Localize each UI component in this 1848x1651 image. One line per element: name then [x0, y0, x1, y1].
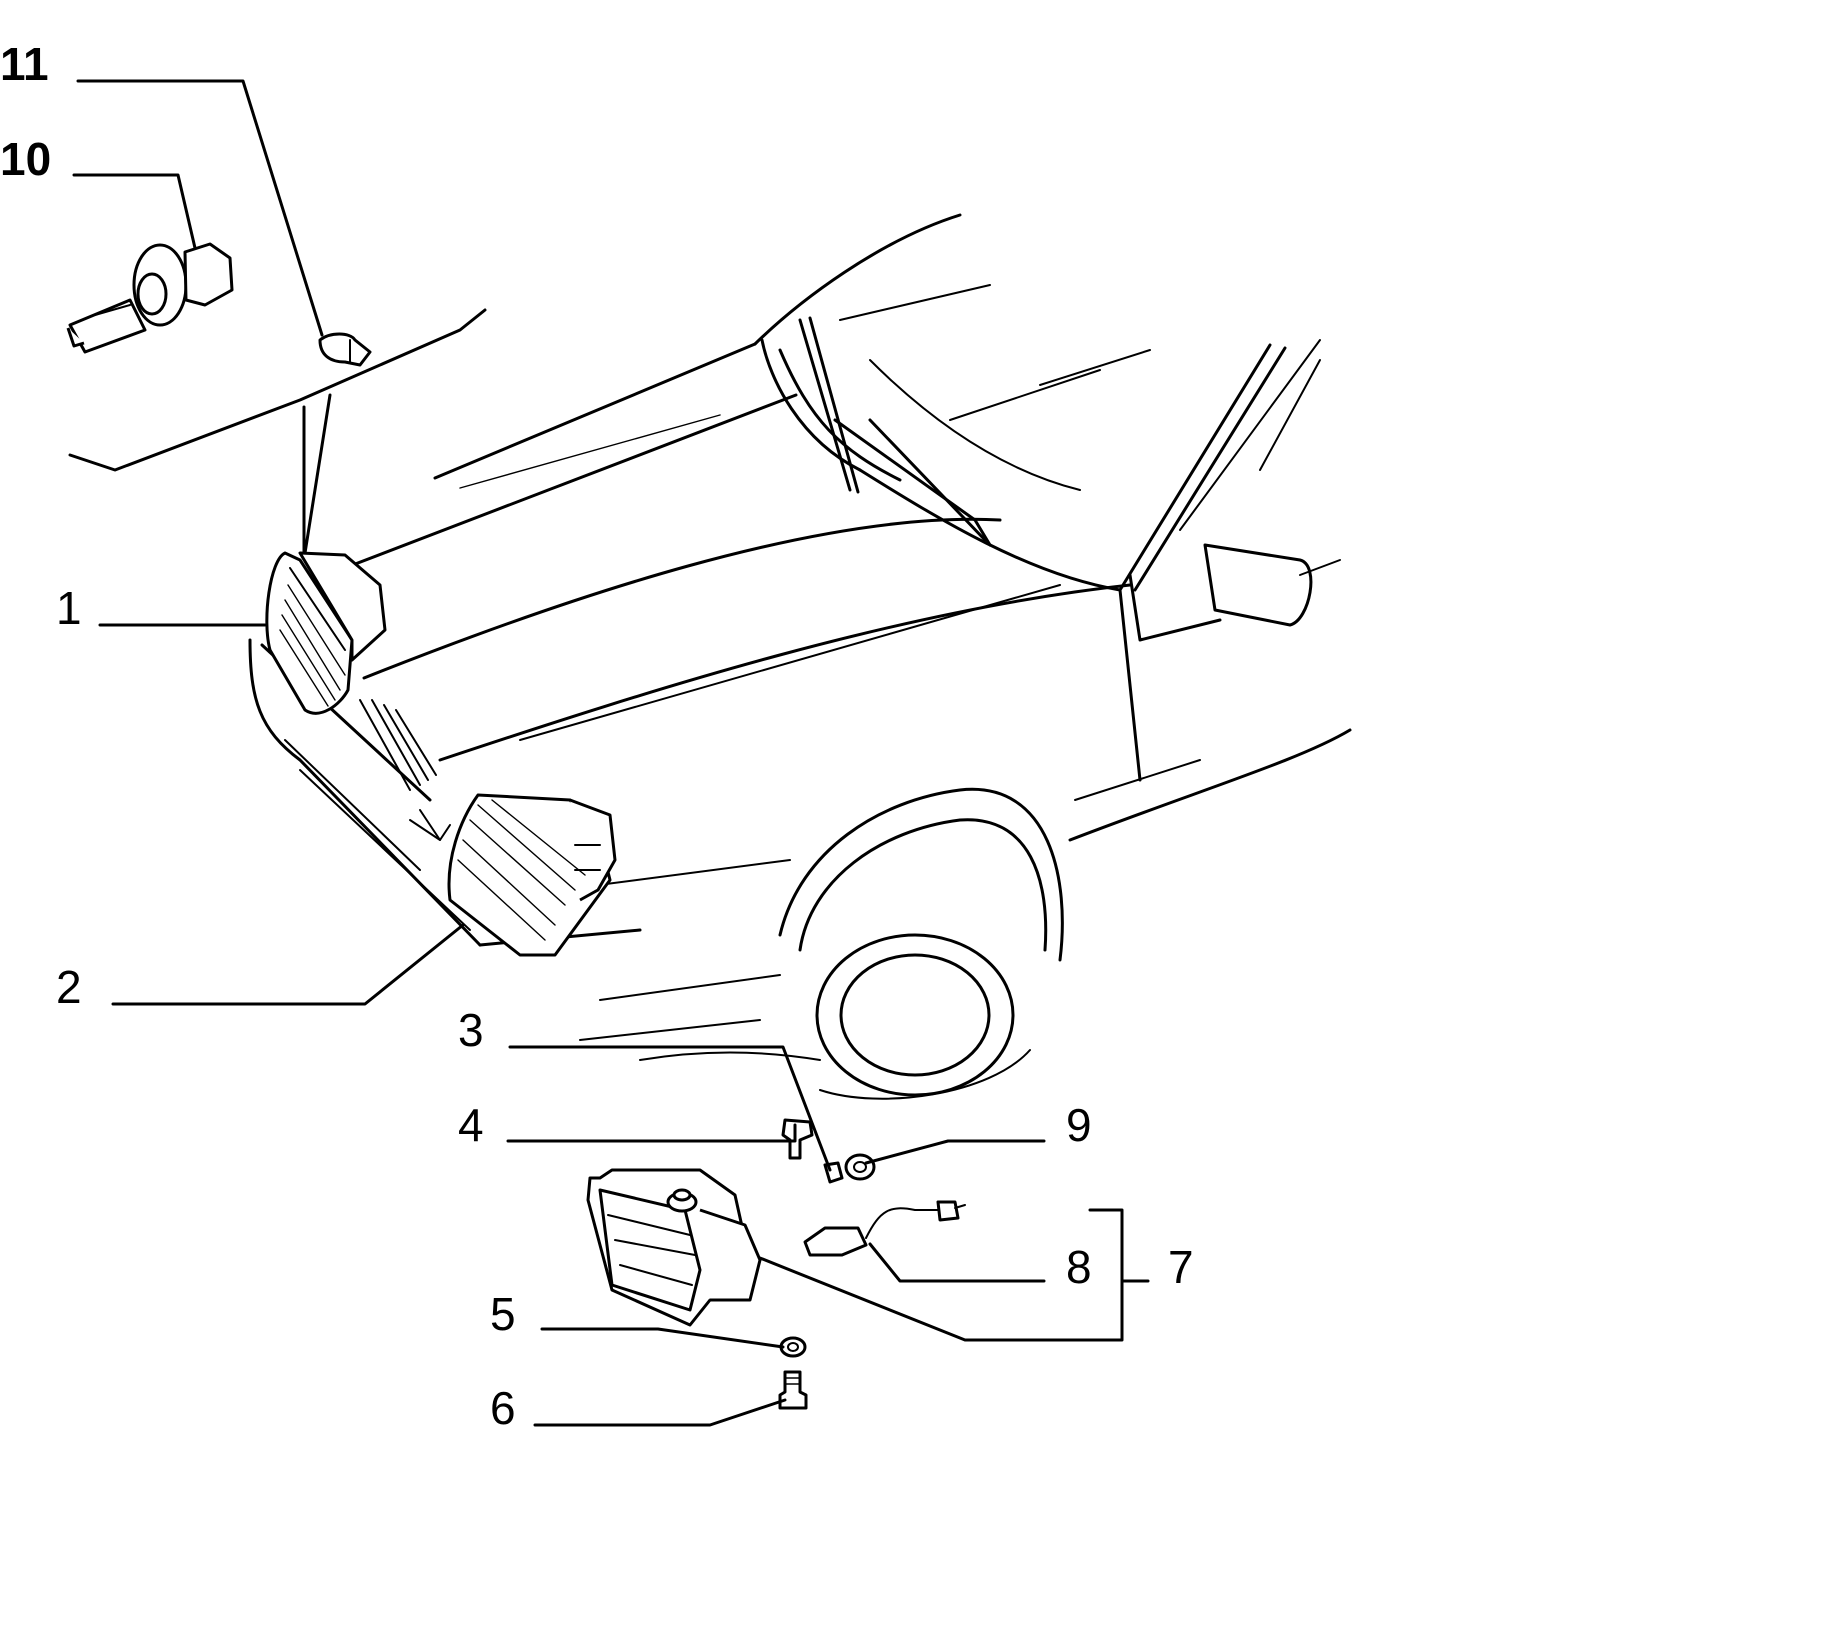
callout-2: 2 — [56, 961, 82, 1013]
callout-numbers: 11 10 1 2 3 4 9 8 7 5 6 — [0, 38, 1194, 1434]
halogen-bulb-icon — [66, 242, 234, 354]
leader-lines — [72, 79, 1150, 1427]
callout-10: 10 — [0, 133, 51, 185]
bolt-icon — [778, 1370, 808, 1410]
callout-5: 5 — [490, 1288, 516, 1340]
fog-bulb-icon — [803, 1226, 868, 1257]
headlamp-upper — [265, 551, 387, 715]
headlamp-lower — [447, 793, 617, 957]
car-body-outline — [68, 213, 1352, 1100]
nut-icon — [844, 1153, 876, 1181]
callout-4: 4 — [458, 1099, 484, 1151]
clip-icon — [781, 1118, 814, 1160]
callout-8: 8 — [1066, 1241, 1092, 1293]
small-bulb-icon — [318, 332, 372, 367]
callout-1: 1 — [56, 582, 82, 634]
callout-6: 6 — [490, 1382, 516, 1434]
callout-3: 3 — [458, 1004, 484, 1056]
callout-9: 9 — [1066, 1099, 1092, 1151]
callout-7: 7 — [1168, 1241, 1194, 1293]
fog-lamp — [586, 1168, 762, 1327]
callout-11: 11 — [0, 38, 49, 90]
hardware — [778, 1118, 966, 1410]
washer-icon — [779, 1336, 807, 1358]
